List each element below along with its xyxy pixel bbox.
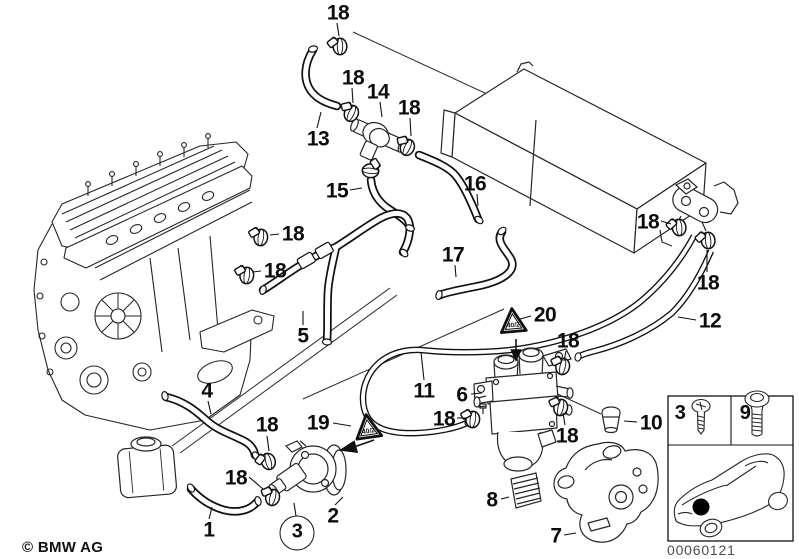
screw-9-icon — [744, 390, 770, 437]
triangle-glyph: 40/2 — [362, 427, 376, 436]
leader-lines — [207, 22, 708, 536]
part-number: 00060121 — [667, 542, 736, 558]
callout-4: 4 — [201, 379, 213, 403]
callout-8: 8 — [486, 488, 498, 512]
callout-6: 6 — [456, 383, 468, 407]
callout-3-circled: 3 — [279, 515, 315, 551]
callout-15: 15 — [325, 179, 349, 203]
screw-3-icon — [691, 398, 711, 435]
copyright-text: © BMW AG — [22, 539, 104, 556]
callout-19: 19 — [306, 411, 330, 435]
callout-10: 10 — [639, 411, 663, 435]
heater-flange — [672, 178, 739, 232]
engine-illustration — [33, 133, 275, 431]
callout-7: 7 — [550, 524, 562, 548]
pipe-12 — [574, 249, 714, 362]
callout-17: 17 — [441, 243, 465, 267]
warning-triangle-19-icon: 40/2 — [352, 411, 384, 441]
callout-18-engine-lower: 18 — [263, 259, 287, 283]
hose-end-caps — [161, 45, 507, 507]
callout-18-pump-lower: 18 — [224, 466, 248, 490]
callout-18-pump-upper: 18 — [255, 413, 279, 437]
callout-20: 20 — [533, 303, 557, 327]
car-location-dot — [692, 498, 710, 516]
callout-11: 11 — [413, 379, 435, 403]
callout-18-valve-right-upper: 18 — [556, 329, 580, 353]
callout-18-valve-left: 18 — [432, 407, 456, 431]
callout-5: 5 — [297, 324, 309, 348]
water-valve — [473, 347, 574, 472]
expansion-tank — [117, 436, 178, 499]
callout-18-engine-upper: 18 — [281, 222, 305, 246]
callout-2: 2 — [327, 504, 339, 528]
warning-triangle-20-icon: 40/2 — [497, 306, 528, 334]
callout-18-top: 18 — [326, 1, 350, 25]
tee-fitting-14 — [350, 118, 407, 161]
callout-12: 12 — [698, 309, 722, 333]
callout-16: 16 — [463, 172, 487, 196]
callout-14: 14 — [366, 80, 390, 104]
pointer-arrow-icons — [338, 339, 522, 453]
mounting-bracket-7 — [553, 441, 659, 543]
callout-18-tee-right: 18 — [397, 96, 421, 120]
callout-inset-3: 3 — [674, 402, 686, 424]
callout-inset-9: 9 — [739, 402, 751, 424]
callout-18-valve-right-lower: 18 — [555, 424, 579, 448]
callout-13: 13 — [306, 127, 330, 151]
callout-18-heater-upper: 18 — [636, 210, 660, 234]
callout-18-tee-left: 18 — [341, 66, 365, 90]
aux-water-pump — [268, 440, 347, 496]
callout-1: 1 — [203, 518, 215, 542]
blind-plug-10 — [601, 406, 621, 434]
triangle-glyph: 40/2 — [507, 321, 521, 329]
rubber-pad-8 — [510, 472, 542, 509]
car-location-icon — [673, 453, 788, 538]
callout-18-heater-lower: 18 — [696, 271, 720, 295]
